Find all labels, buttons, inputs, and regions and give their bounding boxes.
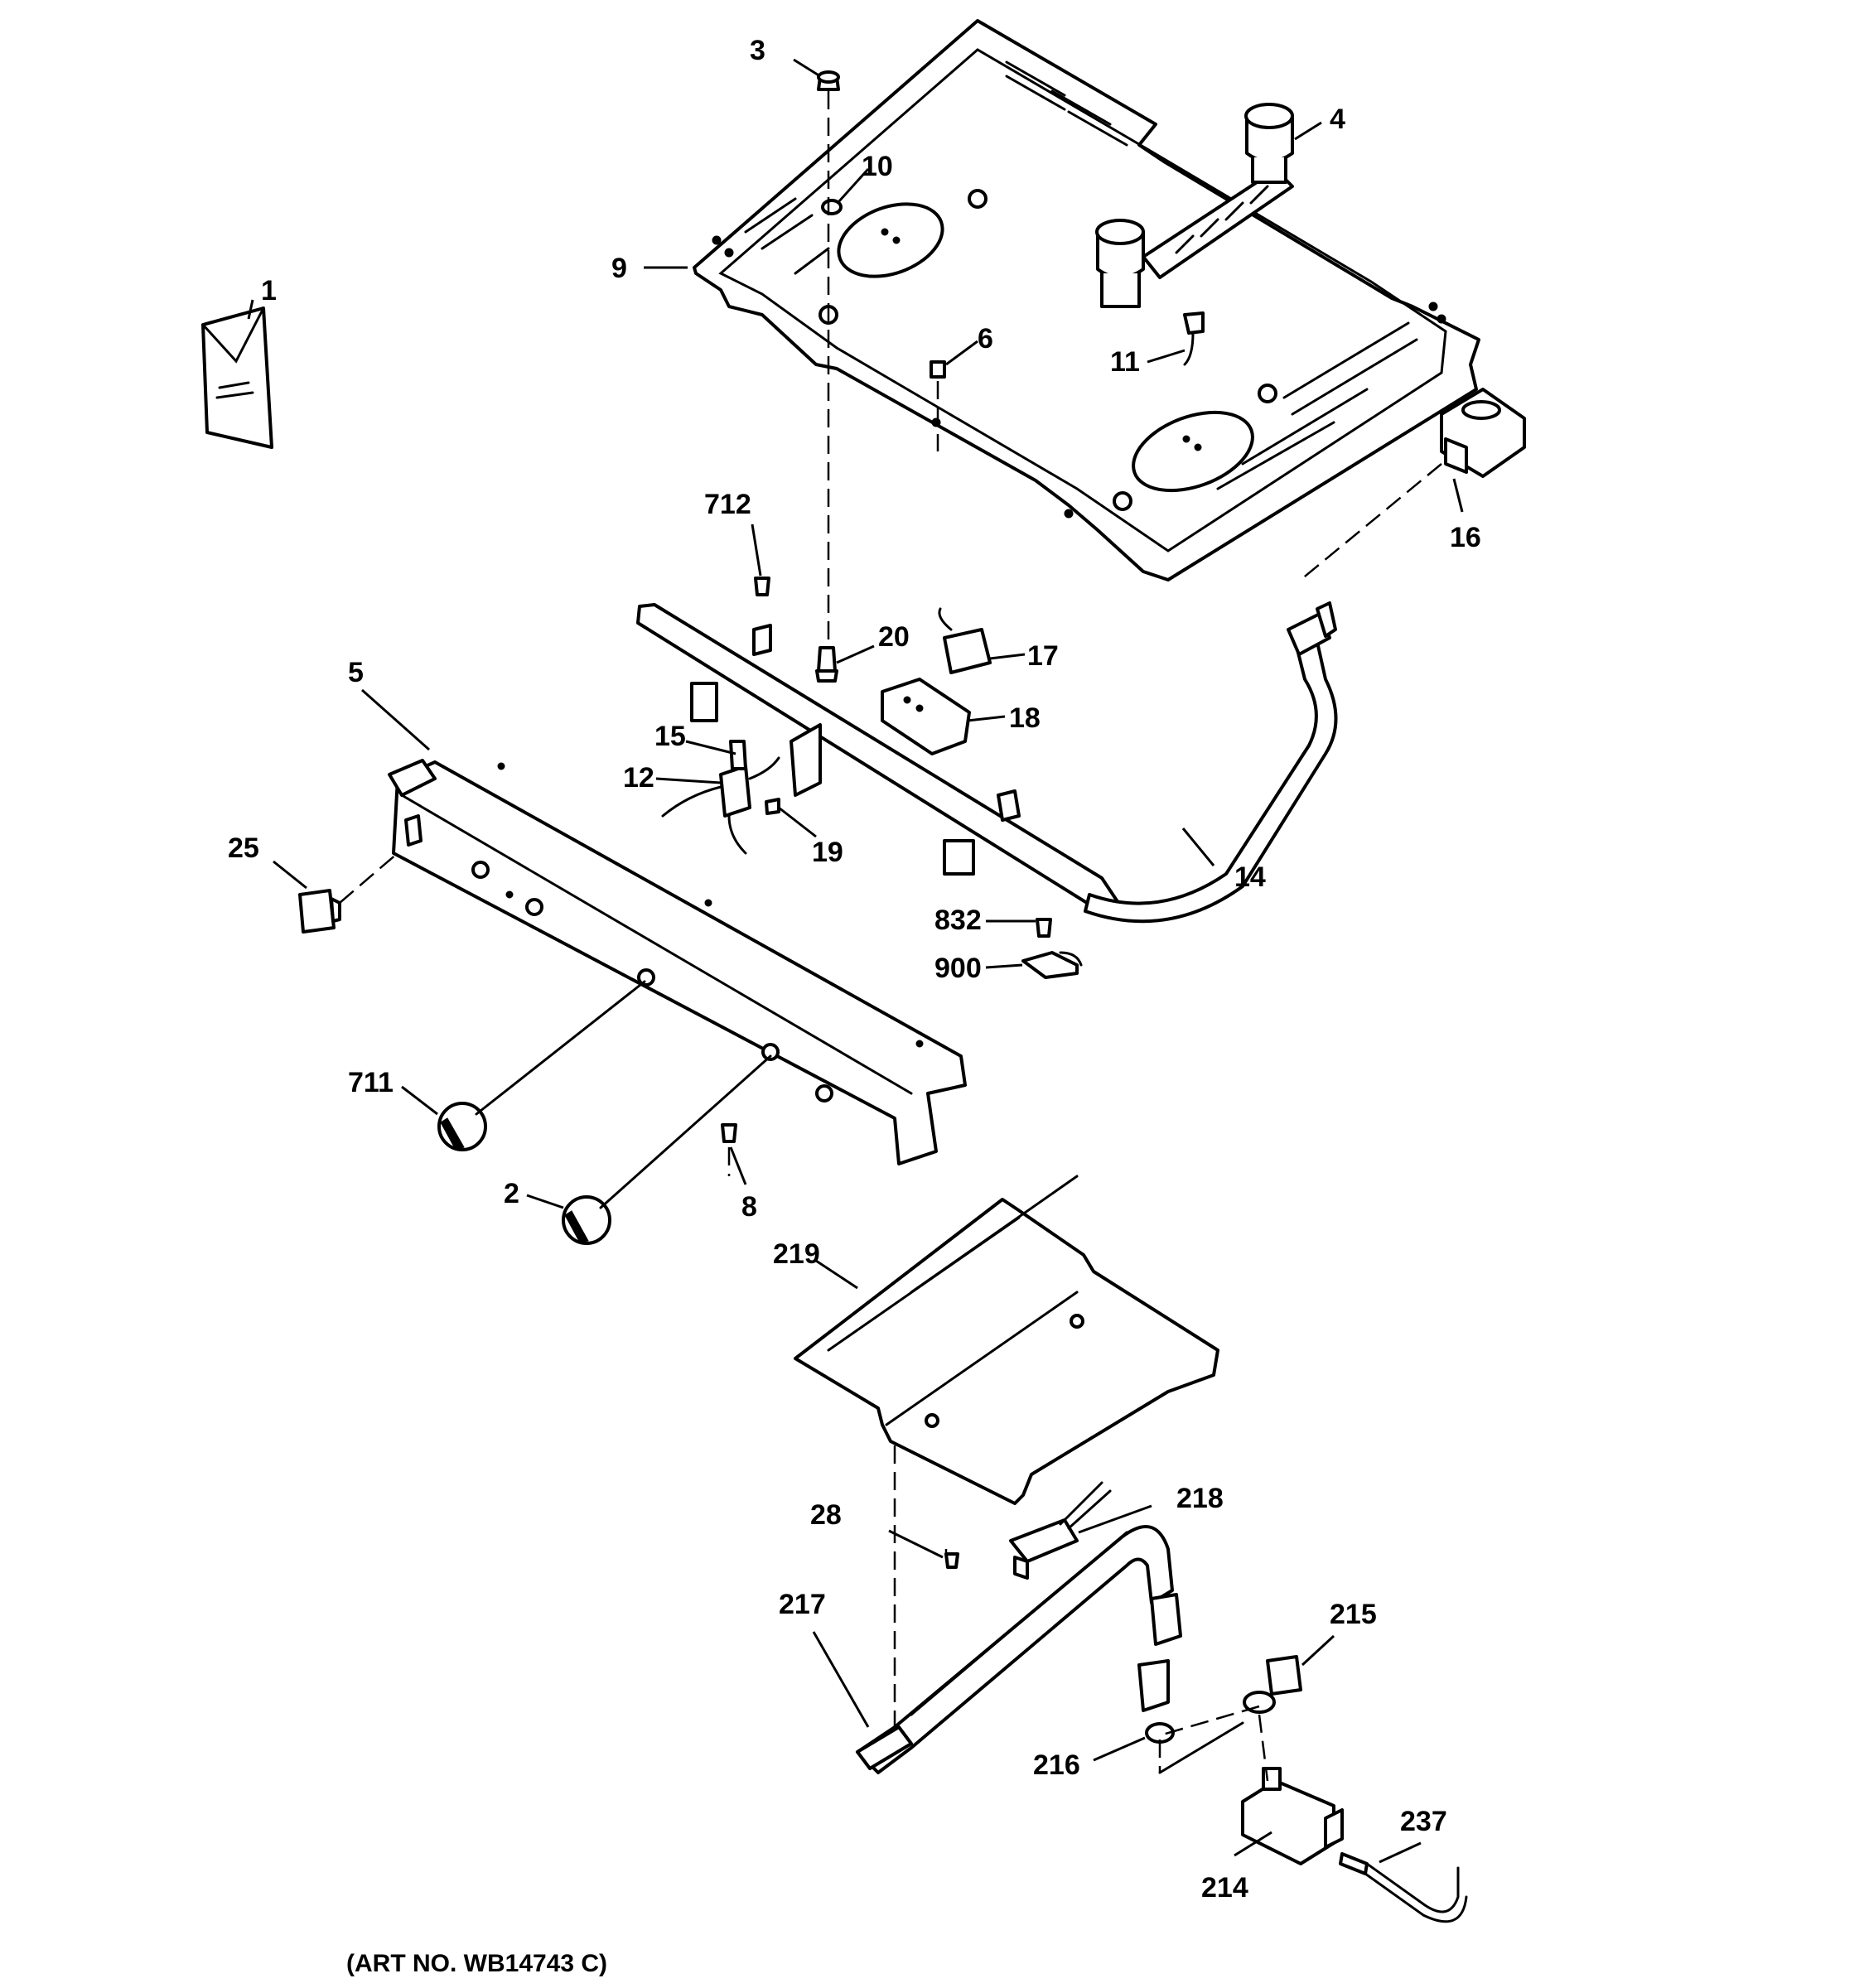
callout-11: 11 <box>1110 346 1140 378</box>
callout-25: 25 <box>228 832 259 864</box>
control-panel-part <box>388 759 967 1165</box>
sleeve-part-216 <box>1137 1659 1175 1744</box>
callout-9: 9 <box>611 253 627 284</box>
screw-part-8 <box>721 1123 737 1143</box>
leader-lines <box>247 58 1464 1864</box>
callout-237: 237 <box>1400 1806 1447 1837</box>
callout-18: 18 <box>1009 702 1041 734</box>
callout-15: 15 <box>654 721 686 752</box>
callout-711: 711 <box>348 1067 394 1098</box>
bracket-part-900 <box>1021 951 1083 979</box>
switch-part-17 <box>938 607 992 674</box>
callout-28: 28 <box>810 1499 842 1531</box>
manifold-pipe-part <box>636 601 1338 924</box>
callout-17: 17 <box>1027 640 1059 672</box>
switch-part-25 <box>298 889 341 934</box>
callout-8: 8 <box>741 1191 757 1223</box>
regulator-part <box>1440 388 1526 478</box>
screw-part-6 <box>930 360 946 379</box>
valve-knob-upper <box>1244 103 1294 184</box>
callout-labels: 1 3 4 10 9 6 11 712 16 20 17 5 18 15 12 … <box>228 35 1481 1904</box>
callout-217: 217 <box>779 1589 826 1620</box>
callout-5: 5 <box>348 657 364 688</box>
screw-part-712 <box>754 577 770 596</box>
orifice-part-20 <box>815 646 838 683</box>
callout-832: 832 <box>934 905 982 936</box>
burner-shield-part <box>794 1175 1219 1505</box>
callout-12: 12 <box>623 762 654 794</box>
valve-knob-lower <box>1095 219 1145 308</box>
callout-218: 218 <box>1176 1483 1224 1514</box>
callout-712: 712 <box>704 489 751 520</box>
art-number: (ART NO. WB14743 C) <box>346 1950 607 1977</box>
alignment-lines <box>339 91 1442 1782</box>
screw-part-832 <box>1036 918 1052 938</box>
callout-16: 16 <box>1450 522 1481 553</box>
electrode-part <box>1009 1481 1112 1580</box>
callout-6: 6 <box>978 323 993 355</box>
valve-part-12 <box>661 740 780 855</box>
callout-20: 20 <box>878 621 910 653</box>
bracket-part-215 <box>1243 1655 1302 1714</box>
callout-216: 216 <box>1033 1749 1080 1781</box>
callout-2: 2 <box>504 1178 519 1209</box>
valve-manifold-part <box>1095 103 1294 308</box>
screw-part-28 <box>944 1552 959 1569</box>
knob-part-711 <box>437 1102 487 1151</box>
callout-3: 3 <box>750 35 765 66</box>
callout-1: 1 <box>261 275 277 306</box>
burner-box-part <box>693 19 1480 581</box>
envelope-part <box>201 306 273 449</box>
callout-214: 214 <box>1201 1872 1248 1904</box>
knob-part-2 <box>562 1195 611 1245</box>
callout-10: 10 <box>862 151 893 182</box>
grommet-part-10 <box>821 199 843 215</box>
screw-part-19 <box>765 798 780 815</box>
board-part-18 <box>881 678 971 755</box>
burner-tube-part <box>856 1525 1182 1774</box>
valve-part-214 <box>1241 1767 1344 1865</box>
callout-19: 19 <box>812 837 843 868</box>
tube-part-237 <box>1339 1852 1468 1923</box>
callout-4: 4 <box>1330 104 1345 135</box>
bracket-part-11 <box>1183 311 1205 366</box>
screw-part-3 <box>817 70 840 91</box>
callout-14: 14 <box>1234 861 1266 893</box>
callout-215: 215 <box>1330 1599 1377 1630</box>
callout-219: 219 <box>773 1238 820 1270</box>
callout-900: 900 <box>934 953 982 984</box>
